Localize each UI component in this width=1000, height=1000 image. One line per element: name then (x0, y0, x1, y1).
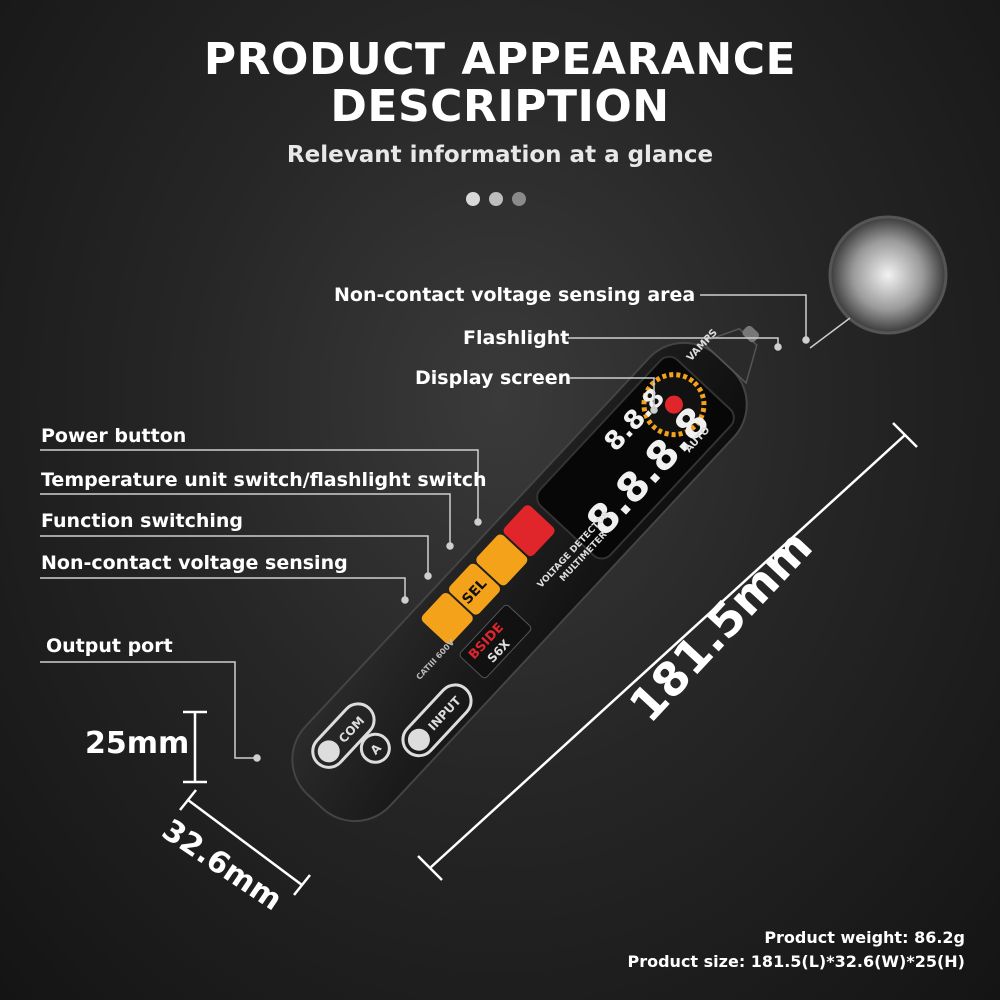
port-com-shape (311, 702, 376, 769)
callout-lines (40, 294, 810, 762)
carousel-dot-1[interactable] (466, 192, 480, 206)
spec-weight-value: 86.2g (914, 928, 965, 947)
callout-output-port: Output port (46, 635, 173, 657)
page-title-line2: DESCRIPTION (330, 81, 670, 132)
callout-temp-unit-switch: Temperature unit switch/flashlight switc… (41, 469, 487, 491)
carousel-dot-3[interactable] (512, 192, 526, 206)
device-tip (700, 327, 758, 385)
port-a-shape (359, 732, 391, 764)
length-dimension: 181.5mm (619, 519, 823, 732)
spec-size-value: 181.5(L)*32.6(W)*25(H) (750, 952, 965, 971)
callout-display-screen: Display screen (415, 367, 572, 389)
callout-non-contact-area: Non-contact voltage sensing area (334, 284, 696, 306)
height-dimension: 25mm (85, 726, 190, 761)
temp-switch-shape (476, 534, 528, 586)
callout-non-contact-sensing: Non-contact voltage sensing (41, 552, 348, 574)
sel-button-shape (448, 563, 501, 615)
spec-size: Product size: 181.5(L)*32.6(W)*25(H) (627, 952, 965, 971)
spec-weight: Product weight: 86.2g (764, 928, 965, 947)
dimension-lines (179, 422, 918, 896)
callout-function-switching: Function switching (41, 510, 244, 532)
callout-power-button: Power button (41, 425, 187, 447)
callout-flashlight: Flashlight (463, 327, 570, 349)
page-subtitle: Relevant information at a glance (286, 142, 714, 168)
model-badge (459, 604, 532, 679)
spec-weight-label: Product weight: (764, 928, 909, 947)
page-title-line1: PRODUCT APPEARANCE (203, 34, 797, 85)
ncv-button-shape (421, 592, 473, 644)
sensor-lens-icon (828, 215, 948, 335)
carousel-dot-2[interactable] (489, 192, 503, 206)
spec-size-label: Product size: (627, 952, 746, 971)
carousel-dots (466, 192, 526, 206)
width-dimension: 32.6mm (156, 813, 289, 918)
port-input-shape (401, 683, 473, 758)
power-button-shape (503, 505, 555, 557)
